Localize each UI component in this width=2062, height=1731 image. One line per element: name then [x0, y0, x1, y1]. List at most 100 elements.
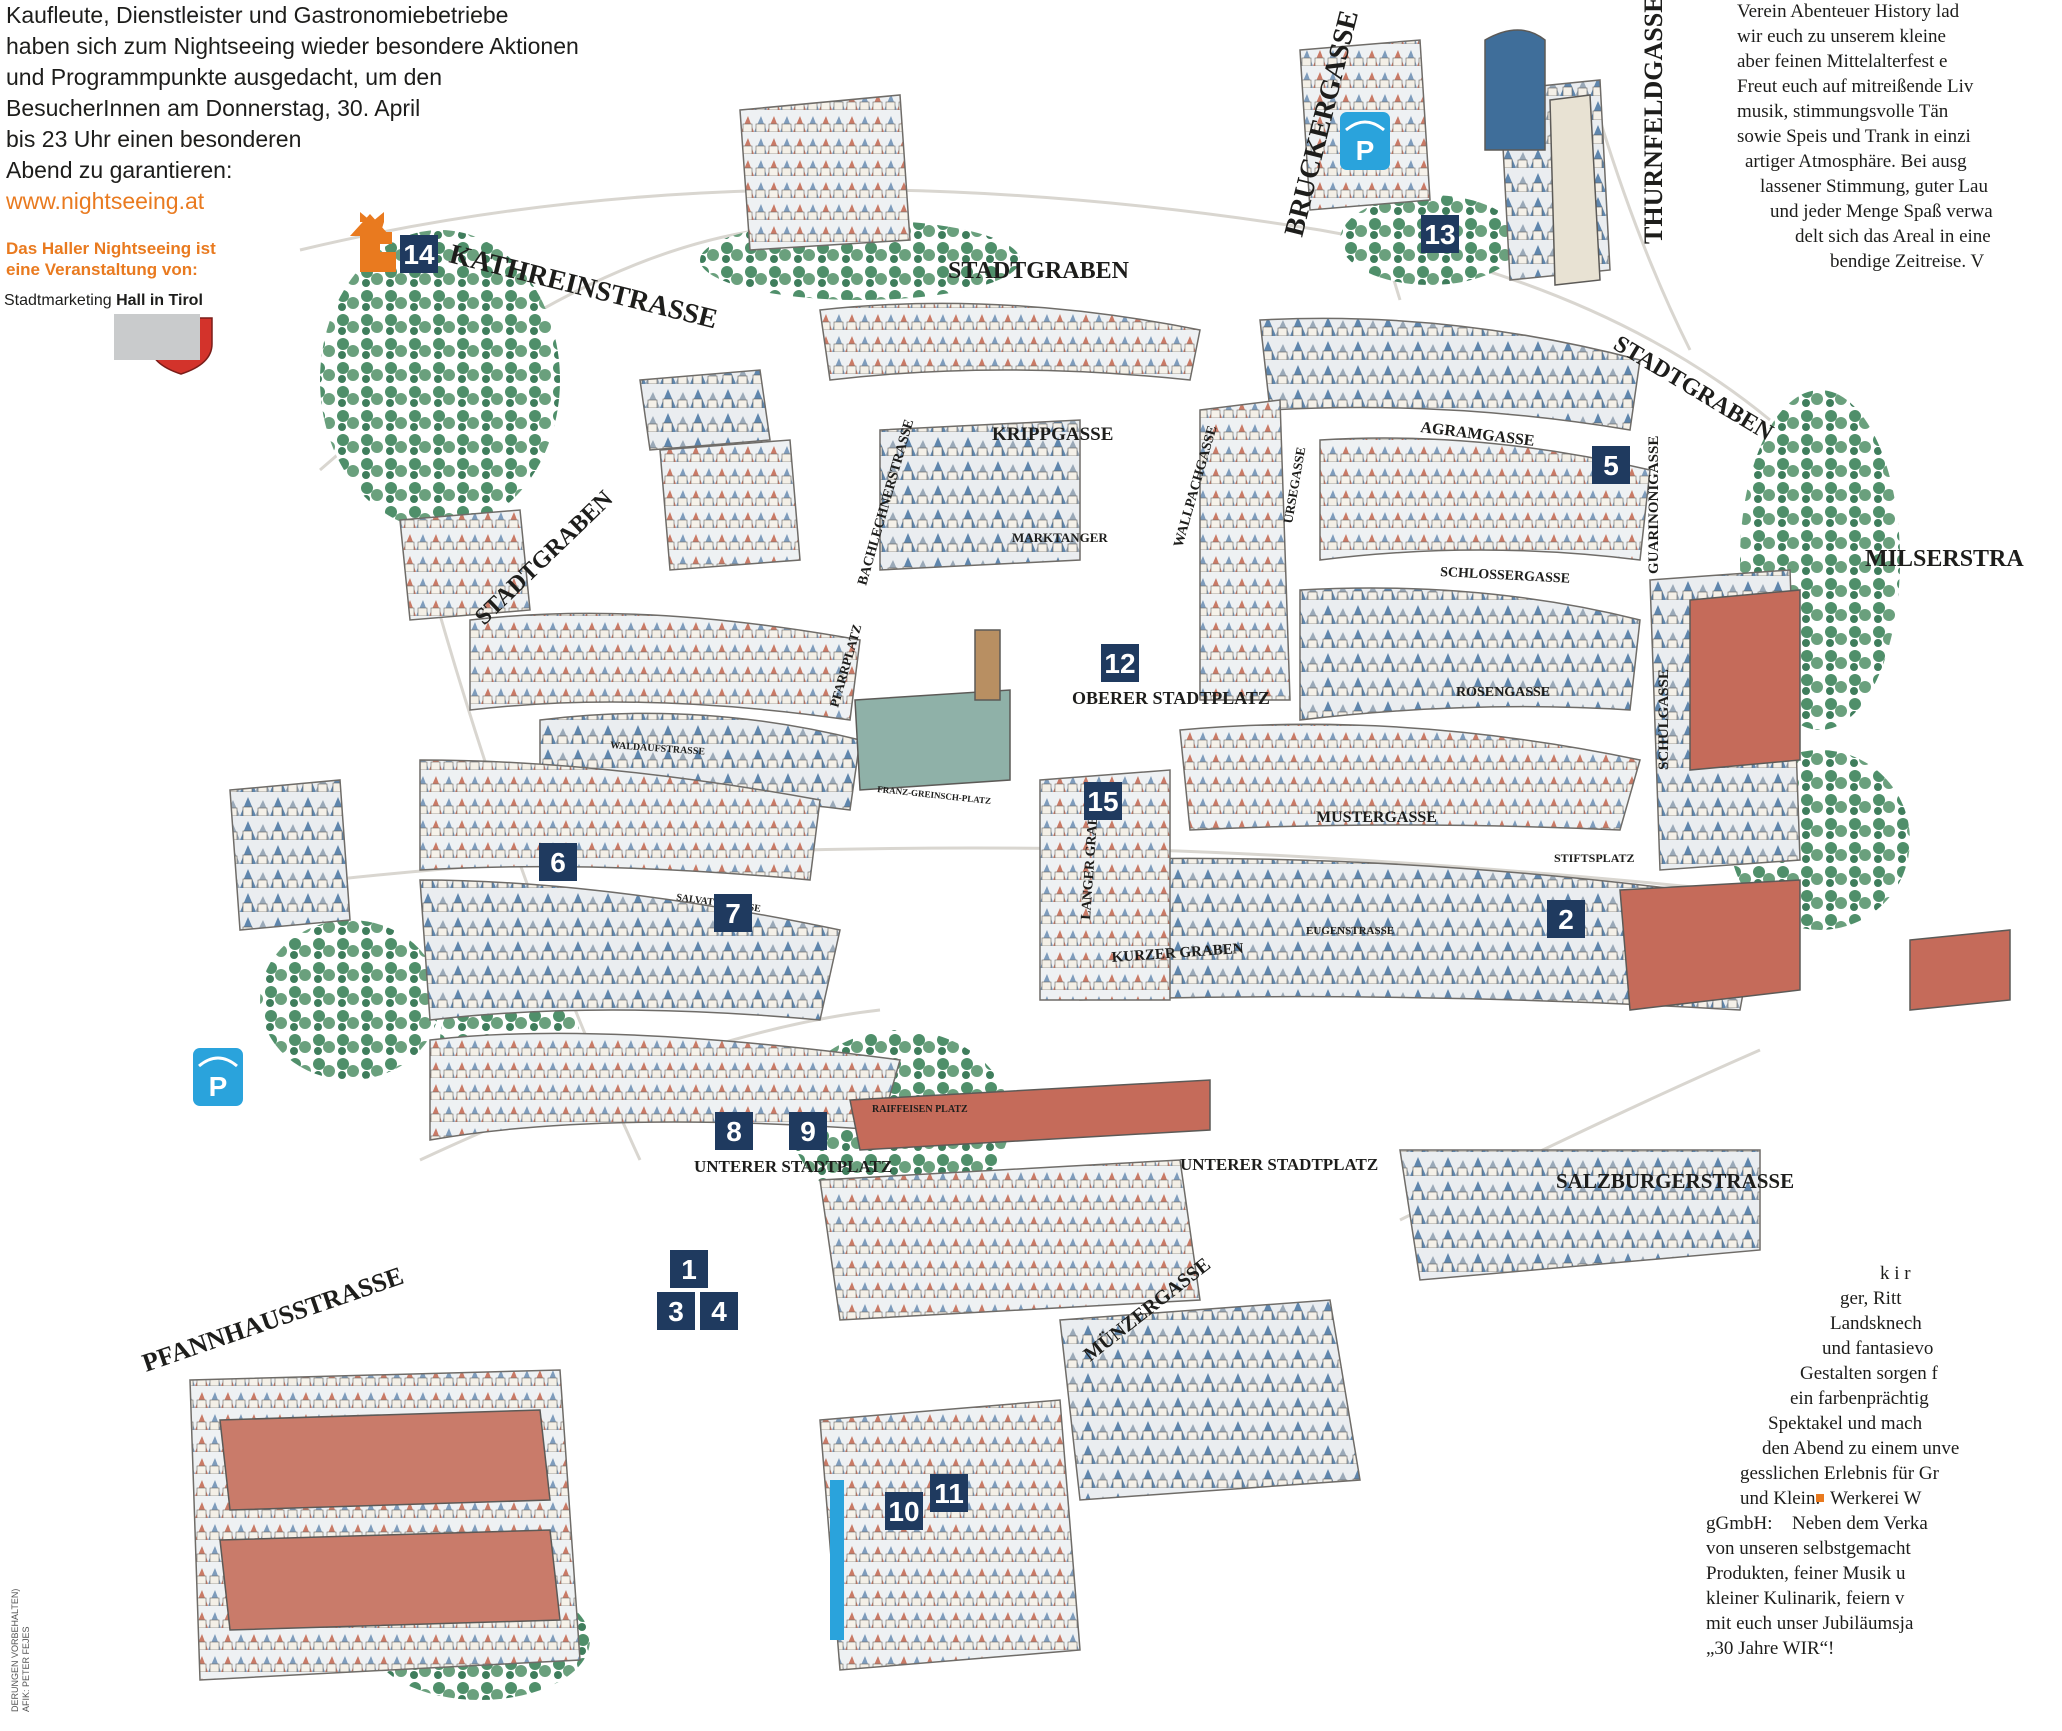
article-line: aber feinen Mittelalterfest e [1737, 51, 1948, 72]
article-line: Verein Abenteuer History lad [1737, 1, 1960, 22]
article-line: kleiner Kulinarik, feiern v [1706, 1588, 1905, 1609]
intro-line: haben sich zum Nightseeing wieder besond… [6, 33, 579, 59]
organizer-name: Stadtmarketing Hall in Tirol [4, 292, 203, 310]
organizer-heading: Das Haller Nightseeing ist eine Veransta… [6, 238, 246, 280]
article-line: gGmbH: [1706, 1513, 1773, 1534]
map-marker-12[interactable]: 12 [1101, 644, 1139, 682]
svg-text:8: 8 [726, 1116, 742, 1147]
article-line: musik, stimmungsvolle Tän [1737, 101, 1949, 122]
organizer-line: eine Veranstaltung von: [6, 260, 198, 279]
map-marker-1[interactable]: 1 [670, 1250, 708, 1288]
intro-line: Kaufleute, Dienstleister und Gastronomie… [6, 2, 509, 28]
logo-panel [114, 314, 200, 360]
street-label: FRANZ-GREINSCH-PLATZ [877, 784, 992, 806]
article-line: gesslichen Erlebnis für Gr [1740, 1463, 1939, 1484]
map-marker-14[interactable]: 14 [400, 235, 438, 273]
street-label: MILSERSTRA [1865, 546, 2024, 572]
street-label: UNTERER STADTPLATZ [694, 1157, 892, 1176]
article-line: sowie Speis und Trank in einzi [1737, 126, 1971, 147]
organizer-name-prefix: Stadtmarketing [4, 292, 112, 309]
street-label: UNTERER STADTPLATZ [1180, 1155, 1378, 1174]
map-marker-5[interactable]: 5 [1592, 446, 1630, 484]
organizer-line: Das Haller Nightseeing ist [6, 239, 216, 258]
street-label: EUGENSTRASSE [1306, 925, 1394, 937]
svg-text:14: 14 [403, 239, 435, 270]
svg-text:15: 15 [1087, 786, 1118, 817]
article-line: ein farbenprächtig [1790, 1388, 1929, 1409]
map-marker-8[interactable]: 8 [715, 1112, 753, 1150]
map-marker-6[interactable]: 6 [539, 843, 577, 881]
svg-text:12: 12 [1104, 648, 1135, 679]
article-line: Werkerei W [1830, 1488, 1922, 1509]
street-label: STADTGRABEN [948, 258, 1130, 284]
svg-text:9: 9 [800, 1116, 816, 1147]
article-line: wir euch zu unserem kleine [1737, 26, 1946, 47]
parking-sign[interactable]: P [1340, 112, 1390, 170]
water-channel [830, 1480, 844, 1640]
street-label: SCHLOSSERGASSE [1440, 565, 1571, 587]
svg-text:3: 3 [668, 1296, 684, 1327]
street-label: OBERER STADTPLATZ [1072, 688, 1270, 708]
street-label: STIFTSPLATZ [1554, 851, 1634, 865]
parking-symbol: P [209, 1071, 228, 1102]
article-line: delt sich das Areal in eine [1795, 226, 1991, 247]
credit-line: AFIK: PETER FEJES [21, 1626, 31, 1712]
article-line: Produkten, feiner Musik u [1706, 1563, 1906, 1584]
svg-text:13: 13 [1424, 219, 1455, 250]
article-line: mit euch unser Jubiläumsja [1706, 1613, 1914, 1634]
article-line: und fantasievo [1822, 1338, 1934, 1359]
intro-line: BesucherInnen am Donnerstag, 30. April [6, 95, 421, 121]
article-line: ger, Ritt [1840, 1288, 1902, 1309]
bullet-square-icon [1816, 1494, 1824, 1502]
svg-text:1: 1 [681, 1254, 697, 1285]
article-line: Landsknech [1830, 1313, 1922, 1334]
map-marker-10[interactable]: 10 [885, 1492, 923, 1530]
street-label: SCHULGASSE [1656, 669, 1672, 770]
arrow-up-icon [350, 214, 396, 272]
street-label: MUSTERGASSE [1316, 809, 1437, 826]
intro-text: Kaufleute, Dienstleister und Gastronomie… [6, 0, 606, 217]
parking-sign[interactable]: P [193, 1048, 243, 1106]
parking-symbol: P [1356, 135, 1375, 166]
svg-text:4: 4 [711, 1296, 727, 1327]
credit-line: DERUNGEN VORBEHALTEN) [10, 1588, 20, 1712]
svg-text:2: 2 [1558, 904, 1574, 935]
map-marker-7[interactable]: 7 [714, 894, 752, 932]
article-line: „30 Jahre WIR“! [1706, 1638, 1835, 1659]
image-credits: DERUNGEN VORBEHALTEN) AFIK: PETER FEJES [10, 1589, 32, 1712]
map-marker-11[interactable]: 11 [930, 1474, 968, 1512]
landmark-buildings [219, 29, 2011, 1631]
article-line: Gestalten sorgen f [1800, 1363, 1938, 1384]
map-marker-2[interactable]: 2 [1547, 900, 1585, 938]
intro-line: Abend zu garantieren: [6, 157, 233, 183]
svg-text:6: 6 [550, 847, 566, 878]
street-label: MARKTANGER [1012, 530, 1108, 545]
article-line: von unseren selbstgemacht [1706, 1538, 1911, 1559]
svg-text:11: 11 [934, 1478, 964, 1509]
map-marker-9[interactable]: 9 [789, 1112, 827, 1150]
map-marker-3[interactable]: 3 [657, 1292, 695, 1330]
map-marker-13[interactable]: 13 [1421, 215, 1459, 253]
svg-text:5: 5 [1603, 450, 1619, 481]
article-line: den Abend zu einem unve [1762, 1438, 1960, 1459]
street-label: URSEGASSE [1280, 446, 1308, 525]
street-label: ROSENGASSE [1456, 685, 1550, 700]
street-label: GUARINONIGASSE [1646, 436, 1662, 574]
map-marker-15[interactable]: 15 [1084, 782, 1122, 820]
map-marker-4[interactable]: 4 [700, 1292, 738, 1330]
organizer-name-bold: Hall in Tirol [116, 292, 203, 309]
article-line: Spektakel und mach [1768, 1413, 1923, 1434]
article-line: und Klein. [1740, 1488, 1821, 1509]
website-link[interactable]: www.nightseeing.at [6, 188, 205, 214]
street-label: SALZBURGERSTRASSE [1556, 1169, 1794, 1193]
article-line: lassener Stimmung, guter Lau [1760, 176, 1988, 197]
street-label: KRIPPGASSE [992, 424, 1113, 445]
street-label: PFANNHAUSSTRASSE [139, 1261, 408, 1378]
article-line: bendige Zeitreise. V [1830, 251, 1985, 272]
article-line: Freut euch auf mitreißende Liv [1737, 76, 1974, 97]
article-line: k i r [1880, 1263, 1911, 1284]
svg-text:10: 10 [888, 1496, 919, 1527]
article-line: Neben dem Verka [1792, 1513, 1928, 1534]
svg-text:7: 7 [725, 898, 741, 929]
